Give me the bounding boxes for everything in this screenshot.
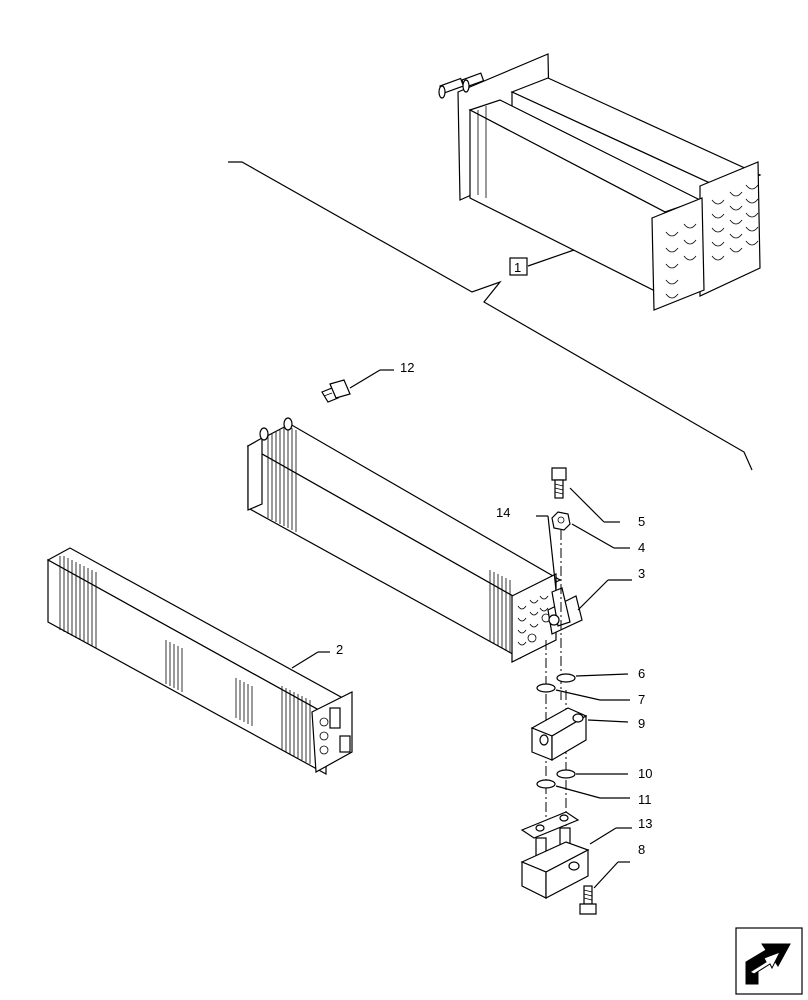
o-ring-part-11: 11 <box>536 779 652 807</box>
assembly-bracket-line <box>228 161 753 471</box>
heater-core-part-2: 2 <box>46 547 353 776</box>
callout-label-8: 8 <box>638 842 645 857</box>
bracket-part-3: 3 <box>547 566 645 635</box>
o-ring-part-7: 7 <box>536 683 645 707</box>
callout-label-4: 4 <box>638 540 645 555</box>
callout-label-11: 11 <box>638 792 652 807</box>
fin-stack-left <box>267 426 297 532</box>
valve-body-part-13: 13 <box>520 811 652 899</box>
tube-ends-2 <box>319 707 351 755</box>
callout-label-9: 9 <box>638 716 645 731</box>
callout-label-14: 14 <box>496 505 510 520</box>
tube-ends <box>665 184 759 299</box>
bolt-part-8: 8 <box>579 842 645 915</box>
bolt-part-5: 5 <box>551 467 645 529</box>
fin-stack-2-right <box>281 686 311 764</box>
callout-label-12: 12 <box>400 360 414 375</box>
next-page-arrow-icon[interactable] <box>735 927 803 995</box>
o-ring-part-10: 10 <box>556 766 652 781</box>
callout-label-13: 13 <box>638 816 652 831</box>
tube-ends-main <box>517 595 551 646</box>
nut-part-4: 4 <box>551 511 645 555</box>
callout-label-3: 3 <box>638 566 645 581</box>
heater-core-main <box>246 417 562 663</box>
callout-14: 14 <box>496 505 557 591</box>
callout-label-6: 6 <box>638 666 645 681</box>
callout-label-1: 1 <box>514 260 521 275</box>
fitting-part-12: 12 <box>321 360 414 403</box>
callout-label-10: 10 <box>638 766 652 781</box>
callout-1: 1 <box>509 249 575 276</box>
callout-label-5: 5 <box>638 514 645 529</box>
fin-stack-2-mid <box>165 640 253 726</box>
o-ring-part-6: 6 <box>556 666 645 683</box>
callout-label-2: 2 <box>336 642 343 657</box>
callout-label-7: 7 <box>638 692 645 707</box>
fin-stack-2-left <box>59 556 97 648</box>
heater-core-assembly-1 <box>438 53 762 311</box>
inlet-pipes <box>438 72 485 99</box>
fin-stack-right <box>489 570 511 652</box>
valve-block-part-9: 9 <box>530 707 645 762</box>
